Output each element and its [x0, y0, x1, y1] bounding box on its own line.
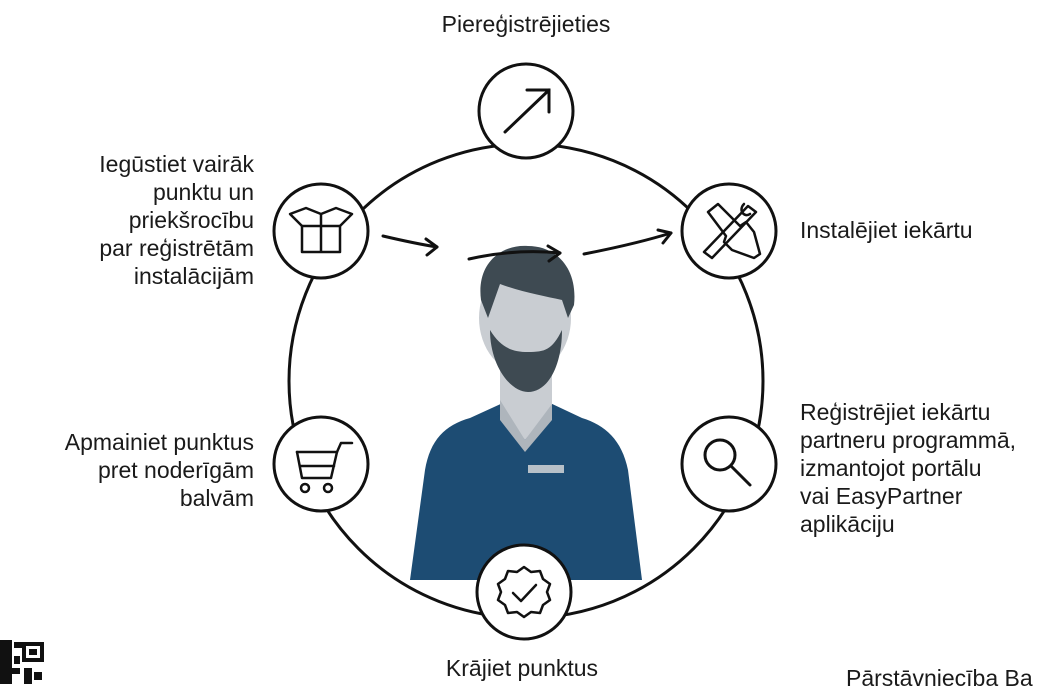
flow-arrows — [381, 228, 673, 263]
exchange-line: Apmainiet punktus — [64, 429, 254, 455]
name-badge — [528, 465, 564, 473]
register-device-line: vai EasyPartner — [800, 483, 963, 509]
flow-arrow-2-head — [546, 244, 562, 263]
exchange-label: Apmainiet punktus pret noderīgām balvām — [0, 428, 254, 512]
register-label: Piereģistrējieties — [441, 11, 611, 37]
benefits-line: priekšrocību — [128, 207, 254, 233]
arrow-up-right-icon — [503, 88, 551, 134]
flow-arrow-2 — [467, 250, 562, 261]
register-device-line: Reģistrējiet iekārtu — [800, 399, 991, 425]
register-device-node — [680, 415, 778, 513]
magnifier-icon — [703, 438, 752, 487]
benefits-node — [272, 182, 370, 280]
flow-arrow-1-head — [424, 237, 439, 257]
exchange-node — [272, 415, 370, 513]
person-illustration — [410, 245, 642, 580]
register-device-label: Reģistrējiet iekārtu partneru programmā,… — [800, 398, 1016, 538]
qr-code-fragment — [0, 640, 44, 684]
footer-text: Pārstāvniecība Ba — [846, 665, 1033, 691]
benefits-line: Iegūstiet vairāk — [99, 151, 254, 177]
install-label: Instalējiet iekārtu — [800, 217, 973, 243]
exchange-line: pret noderīgām — [98, 457, 254, 483]
install-node — [680, 182, 778, 280]
flow-arrow-1 — [381, 234, 439, 249]
benefits-line: par reģistrētām — [99, 235, 254, 261]
flow-arrow-3-head — [656, 228, 673, 245]
register-device-line: partneru programmā, — [800, 427, 1017, 453]
benefits-label: Iegūstiet vairāk punktu un priekšrocību … — [0, 150, 254, 290]
register-device-line: aplikāciju — [800, 511, 895, 537]
exchange-line: balvām — [179, 485, 254, 511]
collect-node — [475, 543, 573, 641]
benefits-line: punktu un — [152, 179, 254, 205]
register-node — [477, 62, 575, 160]
register-device-line: izmantojot portālu — [800, 455, 982, 481]
benefits-line: instalācijām — [133, 263, 254, 289]
flow-arrow-3 — [582, 231, 673, 256]
wrench-screwdriver-icon — [702, 202, 762, 260]
shopping-cart-icon — [295, 441, 354, 494]
checkmark-badge-icon — [496, 565, 552, 619]
collect-label: Krājiet punktus — [445, 655, 599, 681]
open-box-icon — [288, 206, 354, 254]
